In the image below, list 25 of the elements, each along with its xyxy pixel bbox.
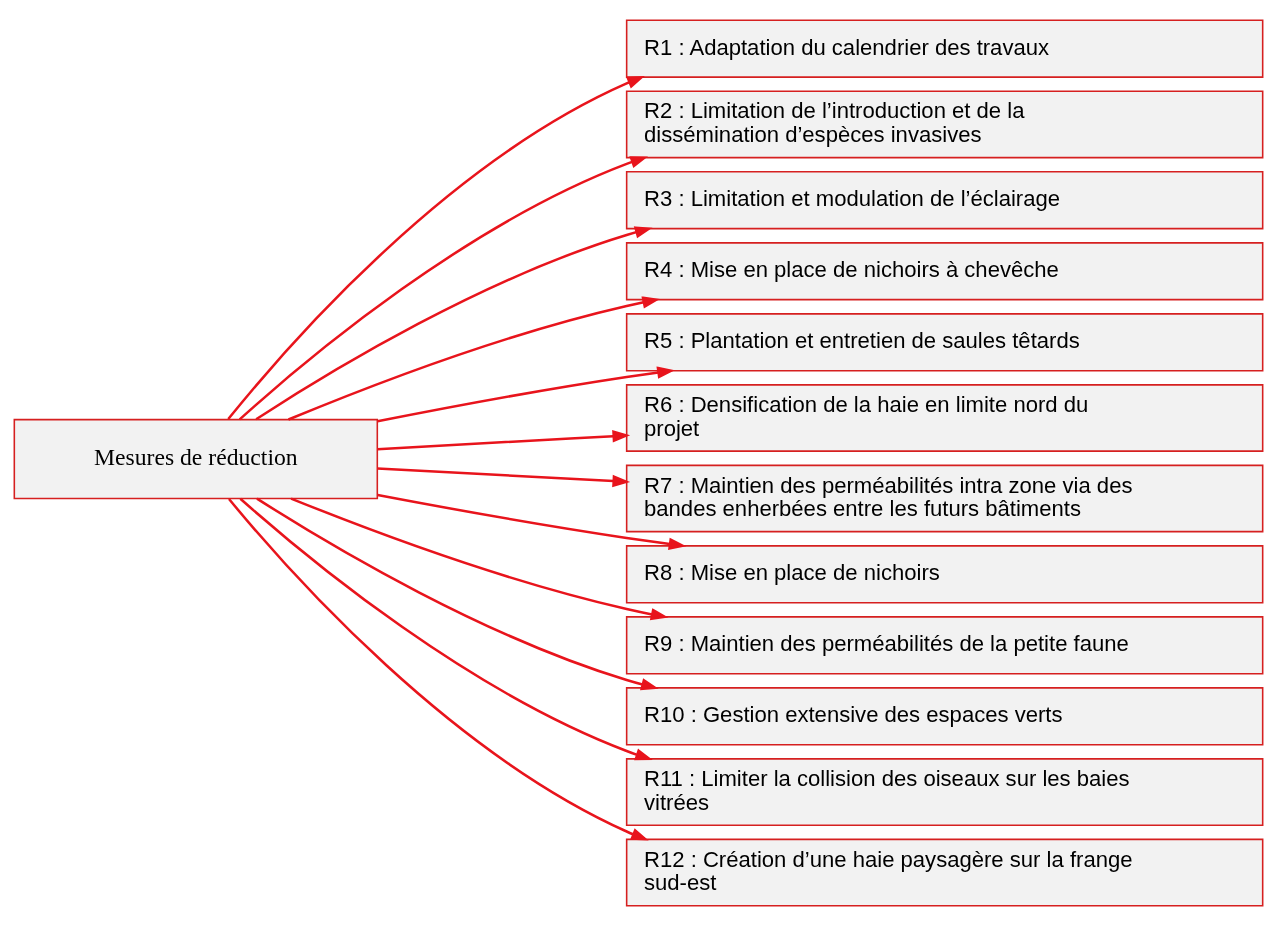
arrow: [238, 156, 648, 421]
arrow: [227, 76, 645, 420]
arrow: [377, 493, 687, 551]
node-box: R4 : Mise en place de nichoirs à chevêche: [625, 242, 1264, 301]
node-box: R12 : Création d’une haie paysagère sur la frange sud-est: [625, 838, 1264, 907]
arrow: [377, 467, 631, 488]
node-box: R10 : Gestion extensive des espaces verts: [625, 687, 1264, 746]
arrow: [228, 498, 649, 841]
arrow: [288, 296, 661, 421]
node-box: R1 : Adaptation du calendrier des travaux: [625, 19, 1264, 78]
arrow: [377, 366, 675, 423]
node-box: R3 : Limitation et modulation de l’éclairage: [625, 171, 1264, 230]
arrow: [239, 497, 653, 761]
node-box: R11 : Limiter la collision des oiseaux sur les baies vitrées: [625, 758, 1264, 826]
arrow: [377, 430, 631, 451]
node-box: Mesures de réduction: [13, 418, 379, 500]
node-box: R2 : Limitation de l’introduction et de la dissémination d’espèces invasives: [625, 90, 1264, 159]
node-box: R6 : Densification de la haie en limite nord du projet: [625, 384, 1264, 452]
arrow: [290, 497, 669, 621]
node-box: R5 : Plantation et entretien de saules têtards: [625, 313, 1264, 372]
node-box: R7 : Maintien des perméabilités intra zone via des bandes enherbées entre les futurs bâtiments: [625, 464, 1264, 533]
arrow: [256, 497, 659, 691]
node-box: R9 : Maintien des perméabilités de la petite faune: [625, 616, 1264, 675]
arrow: [255, 226, 653, 421]
node-box: R8 : Mise en place de nichoirs: [625, 545, 1264, 604]
